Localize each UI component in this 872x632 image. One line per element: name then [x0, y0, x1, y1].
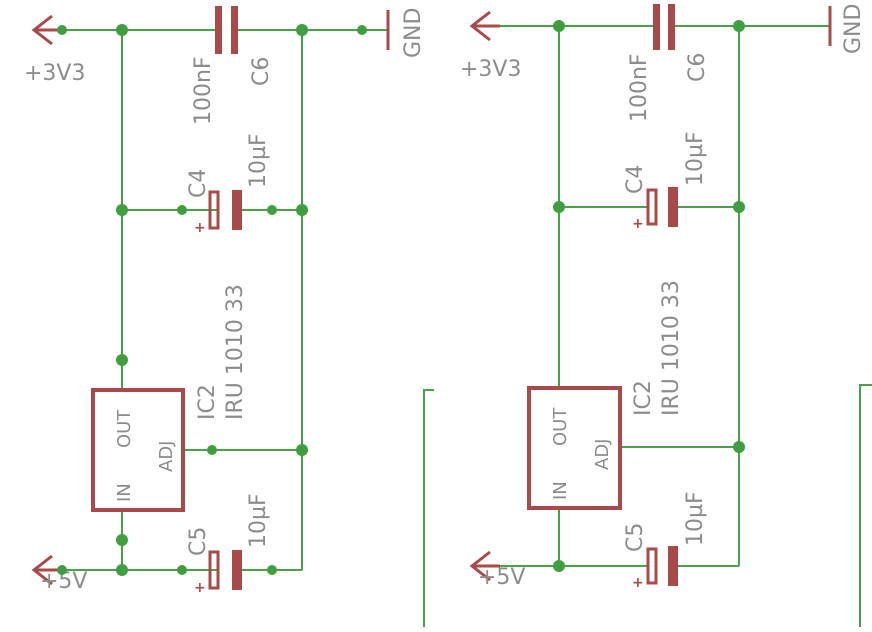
- c4-value-label: 10µF: [246, 133, 271, 188]
- c5-value-label: 10µF: [683, 491, 708, 546]
- c5-value-label: 10µF: [246, 493, 271, 548]
- schematic-panel-2: +3V3 +5V GND 100nF C6 + C4 10µF + C5: [460, 4, 866, 591]
- junction-dot: [267, 205, 277, 215]
- c6-name-label: C6: [685, 53, 710, 82]
- junction-dot: [296, 444, 308, 456]
- junction-dot: [207, 445, 217, 455]
- junction-dot: [267, 565, 277, 575]
- junction-dot: [553, 20, 565, 32]
- junction-dot: [553, 560, 565, 572]
- regulator-ic2: OUT ADJ IN IC2 IRU 1010 33: [527, 280, 684, 510]
- ic-pin-out-label: OUT: [550, 407, 571, 446]
- capacitor-c6: 100nF C6: [191, 6, 274, 125]
- supply-5v-label: +5V: [478, 565, 525, 590]
- gnd-label: GND: [401, 8, 426, 58]
- junction-dot: [733, 20, 745, 32]
- ic-pin-in-label: IN: [114, 483, 135, 502]
- wires: [478, 25, 830, 567]
- capacitor-plate: [653, 4, 660, 50]
- frame-line: [423, 389, 434, 627]
- junction-dot: [116, 204, 128, 216]
- junction-dot: [116, 354, 128, 366]
- capacitor-plate: [646, 547, 658, 585]
- ic-pin-in-label: IN: [550, 481, 571, 500]
- capacitor-plate: [215, 6, 222, 54]
- capacitor-plate: [232, 550, 242, 590]
- c6-name-label: C6: [249, 57, 274, 86]
- capacitor-plate: [668, 4, 675, 50]
- c6-value-label: 100nF: [191, 56, 216, 125]
- junctions: [57, 24, 367, 576]
- capacitor-plate: [231, 6, 238, 54]
- ic-pin-out-label: OUT: [114, 409, 135, 448]
- polarity-mark: +: [194, 580, 206, 596]
- ic-pin-adj-label: ADJ: [156, 441, 177, 472]
- junctions: [553, 20, 745, 572]
- junction-dot: [116, 564, 128, 576]
- junction-dot: [733, 441, 745, 453]
- regulator-ic2: OUT ADJ IN IC2 IRU 1010 33: [91, 284, 248, 512]
- ic-name-label: IC2: [195, 384, 220, 420]
- polarity-mark: +: [194, 220, 206, 236]
- polarity-mark: +: [632, 216, 644, 232]
- capacitor-plate: [668, 187, 678, 227]
- junction-dot: [553, 201, 565, 213]
- schematic-panel-1: +3V3 +5V GND 100nF C6 + C4 10µF + C5: [24, 6, 426, 596]
- junction-dot: [116, 534, 128, 546]
- junction-dot: [296, 24, 308, 36]
- junction-dot: [57, 565, 67, 575]
- ic-value-label: IRU 1010 33: [223, 284, 248, 420]
- c4-name-label: C4: [623, 165, 648, 194]
- junction-dot: [177, 565, 187, 575]
- capacitor-plate: [208, 550, 220, 590]
- polarity-mark: +: [632, 575, 644, 591]
- junction-dot: [296, 204, 308, 216]
- capacitor-plate: [668, 546, 678, 586]
- c4-name-label: C4: [186, 169, 211, 198]
- junction-dot: [733, 201, 745, 213]
- c5-name-label: C5: [623, 523, 648, 552]
- capacitor-plate: [232, 190, 242, 230]
- junction-dot: [116, 24, 128, 36]
- frame-line: [859, 384, 872, 627]
- ic-body: [527, 386, 622, 510]
- ic-value-label: IRU 1010 33: [659, 280, 684, 416]
- capacitor-c5: + C5 10µF: [623, 491, 708, 591]
- capacitor-c4: + C4 10µF: [186, 133, 271, 236]
- c6-value-label: 100nF: [627, 53, 652, 122]
- capacitor-c5: + C5 10µF: [186, 493, 271, 596]
- capacitor-plate: [208, 190, 220, 230]
- capacitor-c4: + C4 10µF: [623, 131, 708, 232]
- capacitor-c6: 100nF C6: [627, 4, 710, 122]
- ic-body: [91, 388, 185, 512]
- capacitor-plate: [646, 188, 658, 226]
- gnd-label: GND: [841, 4, 866, 54]
- ic-name-label: IC2: [631, 380, 656, 416]
- ic-pin-adj-label: ADJ: [592, 439, 613, 470]
- supply-3v3-label: +3V3: [24, 61, 85, 86]
- supply-3v3-label: +3V3: [460, 57, 521, 82]
- c4-value-label: 10µF: [683, 131, 708, 186]
- junction-dot: [357, 25, 367, 35]
- junction-dot: [57, 25, 67, 35]
- junction-dot: [177, 205, 187, 215]
- c5-name-label: C5: [186, 527, 211, 556]
